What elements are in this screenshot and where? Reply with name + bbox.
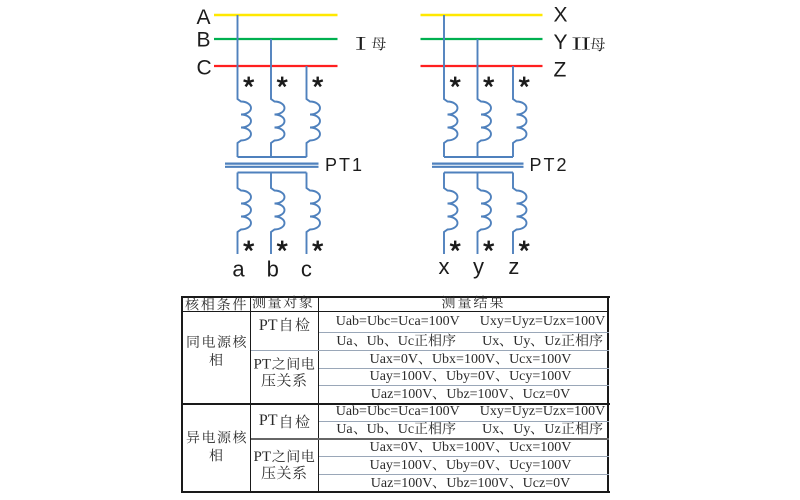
svg-text:Z: Z xyxy=(554,59,567,82)
svg-text:PT2: PT2 xyxy=(530,155,569,175)
svg-text:a: a xyxy=(232,257,245,282)
svg-text:c: c xyxy=(301,257,312,282)
svg-text:Y: Y xyxy=(554,31,568,54)
svg-text:X: X xyxy=(554,4,568,27)
svg-text:PT1: PT1 xyxy=(325,155,364,175)
svg-text:y: y xyxy=(473,254,484,279)
svg-text:C: C xyxy=(197,57,212,80)
svg-text:b: b xyxy=(267,257,279,282)
svg-text:B: B xyxy=(197,29,211,52)
svg-text:z: z xyxy=(508,254,519,279)
svg-text:A: A xyxy=(197,6,211,29)
svg-text:x: x xyxy=(439,254,450,279)
